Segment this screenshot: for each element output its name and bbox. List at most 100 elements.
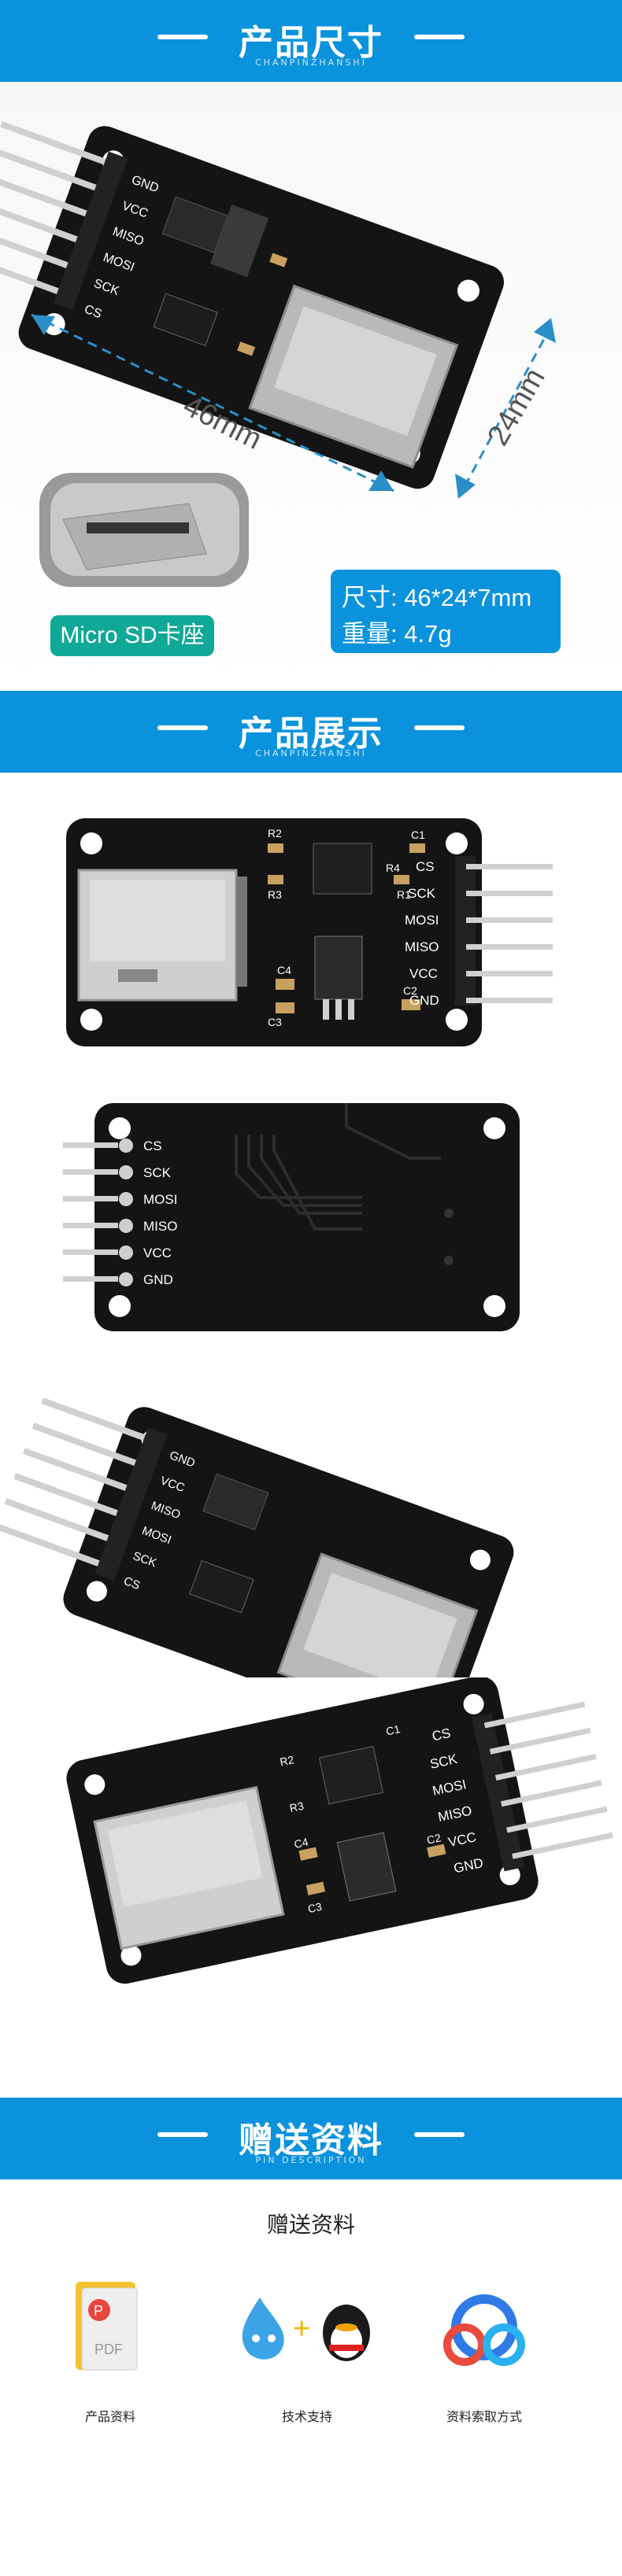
gift-heading: 赠送资料 (266, 2212, 355, 2238)
size-subtitle: CHANPINZHANSHI (255, 57, 367, 68)
gift-panel: 赠送资料 P PDF 产品资料 + 技术支持 资料 (0, 2179, 622, 2576)
pin-label-sck: SCK (408, 886, 436, 901)
pin-label-cs: CS (143, 1139, 162, 1153)
pin-header (0, 1397, 168, 1581)
solder-pads (119, 1139, 133, 1286)
arrow-head-icon (534, 318, 556, 343)
label-c2: C2 (403, 984, 417, 997)
label-r2: R2 (268, 827, 282, 840)
mount-hole (446, 832, 468, 854)
svg-text:+: + (293, 2312, 310, 2345)
mount-hole (120, 1945, 142, 1966)
capacitor (237, 341, 256, 356)
level-shifter-chip (153, 293, 218, 347)
top-view-board: R2 R3 R1 R4 C1 C2 C3 C4 CS SCK MOSI MISO… (66, 818, 553, 1046)
pin-row (483, 1701, 613, 1859)
mount-hole (84, 1774, 106, 1795)
banner-left-dash (157, 2132, 208, 2137)
label-r1: R1 (397, 888, 411, 901)
level-shifter-chip (318, 1746, 384, 1805)
top-view-panel: R2 R3 R1 R4 C1 C2 C3 C4 CS SCK MOSI MISO… (0, 773, 622, 1072)
display-title: 产品展示 (239, 714, 383, 754)
pin-row (466, 864, 553, 1003)
tilted-board: GND VCC MISO MOSI SCK CS (0, 120, 505, 489)
angled-view-1-board: GND VCC MISO MOSI SCK CS (0, 1397, 514, 1677)
sd-slot-cover (274, 306, 437, 436)
capacitor (276, 979, 294, 990)
banner-right-dash (414, 35, 465, 39)
resistor (268, 875, 283, 884)
label-c3: C3 (268, 1016, 282, 1028)
display-banner: 产品展示 CHANPINZHANSHI (0, 691, 622, 773)
pcb-traces (235, 1103, 441, 1231)
mount-hole (483, 1295, 505, 1317)
sd-slot-cover (303, 1572, 457, 1677)
spec-size: 尺寸: 46*24*7mm (342, 584, 532, 611)
gift-label-support: 技术支持 (281, 2409, 332, 2424)
capacitor (409, 843, 425, 853)
capacitor (298, 1847, 318, 1861)
banner-right-dash (414, 725, 465, 730)
silk-cs: CS (83, 303, 104, 322)
pin-label-vcc: VCC (143, 1246, 172, 1260)
pdf-file-icon: P PDF (71, 2282, 142, 2376)
pin-header (0, 120, 128, 310)
sd-latch (118, 969, 157, 982)
arrow-head-icon (455, 474, 476, 499)
qq-support-icon: + (228, 2290, 386, 2368)
display-subtitle: CHANPINZHANSHI (255, 748, 367, 758)
pin-label-miso: MISO (405, 939, 439, 954)
label-c3: C3 (306, 1900, 323, 1915)
pin-label-gnd: GND (143, 1272, 173, 1287)
banner-left-dash (157, 35, 208, 39)
voltage-regulator (314, 936, 363, 1000)
pin-label-mosi: MOSI (143, 1192, 177, 1207)
mount-hole (446, 1009, 468, 1031)
size-title: 产品尺寸 (239, 23, 383, 63)
pdf-text: PDF (94, 2342, 123, 2357)
svg-text:P: P (94, 2303, 103, 2319)
cloud-download-icon (441, 2290, 528, 2368)
gift-label-access: 资料索取方式 (446, 2409, 522, 2424)
spec-box: 尺寸: 46*24*7mm 重量: 4.7g (331, 570, 561, 653)
sd-slot-cover (90, 880, 225, 961)
gift-banner: 赠送资料 PIN DESCRIPTION (0, 2098, 622, 2179)
label-c2: C2 (426, 1831, 442, 1846)
label-r2: R2 (279, 1753, 295, 1768)
label-r3: R3 (288, 1799, 305, 1814)
capacitor (402, 999, 420, 1010)
length-dim-line (31, 313, 394, 493)
level-shifter-chip (189, 1560, 254, 1614)
pin-header (455, 856, 476, 1006)
via (444, 1256, 454, 1265)
pin-row (63, 1142, 118, 1282)
label-c4: C4 (277, 964, 291, 976)
capacitor (305, 1881, 326, 1895)
voltage-regulator (336, 1832, 397, 1902)
width-label: 24mm (481, 363, 551, 451)
label-r3: R3 (268, 888, 282, 901)
regulator-tab (209, 204, 269, 278)
gift-label-docs: 产品资料 (84, 2409, 135, 2424)
angled-view-1-panel: GND VCC MISO MOSI SCK CS (0, 1371, 622, 1677)
sd-slot-closeup (39, 473, 249, 587)
pin-label-cs: CS (416, 859, 435, 874)
size-illustration: GND VCC MISO MOSI SCK CS 46mm 24mm (0, 120, 556, 587)
label-c1: C1 (385, 1722, 402, 1737)
capacitor (276, 1002, 294, 1013)
resistor (268, 843, 283, 853)
label-c4: C4 (293, 1836, 309, 1851)
mount-hole (109, 1295, 131, 1317)
pin-label-gnd: GND (409, 993, 439, 1008)
spec-weight: 重量: 4.7g (342, 620, 452, 648)
capacitor (427, 1843, 446, 1858)
size-panel: GND VCC MISO MOSI SCK CS 46mm 24mm Micro… (0, 82, 622, 691)
angled-view-2-panel: R2 R3 C1 C2 C3 C4 CS SCK MOSI MISO VCC G… (0, 1677, 622, 2008)
capacitor (269, 253, 288, 268)
sd-slot-cover (107, 1800, 263, 1907)
banner-right-dash (414, 2132, 465, 2137)
resistor (394, 875, 409, 884)
width-dim-line (460, 325, 553, 493)
mount-hole (457, 279, 479, 302)
sd-contacts (236, 877, 247, 987)
